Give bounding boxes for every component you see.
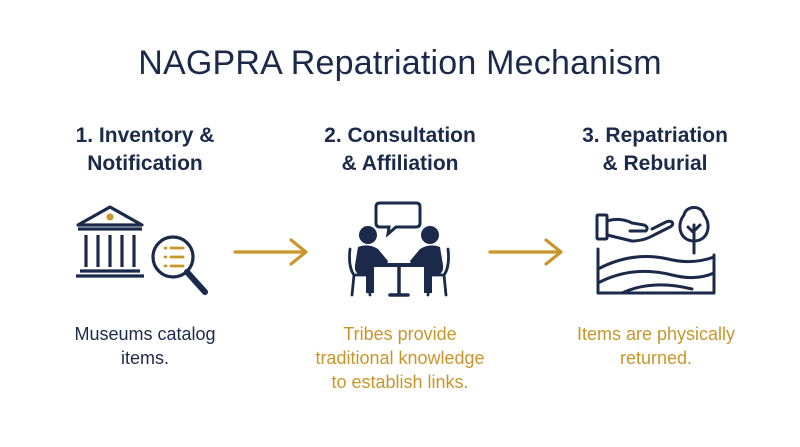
step-3-description-line: returned. xyxy=(619,348,693,368)
step-1-title: 1. Inventory & Notification xyxy=(75,124,215,175)
step-2-description-line: to establish links. xyxy=(331,372,469,392)
museum-with-magnifier-icon xyxy=(70,195,220,305)
step-1-description-line: Museums catalog xyxy=(74,324,216,344)
step-2-description-line: traditional knowledge xyxy=(315,348,485,368)
page-title: NAGPRA Repatriation Mechanism xyxy=(138,44,662,82)
step-1: 1. Inventory & Notification xyxy=(30,122,260,182)
step-1-description: Museums catalog items. xyxy=(25,322,265,370)
step-2: 2. Consultation & Affiliation xyxy=(285,122,515,182)
step-3-title: 3. Repatriation & Reburial xyxy=(582,124,728,175)
right-arrow-icon xyxy=(488,237,566,272)
hand-tree-landscape-icon xyxy=(592,195,722,305)
two-people-meeting-icon xyxy=(338,195,463,305)
step-3: 3. Repatriation & Reburial xyxy=(540,122,770,182)
step-2-description-line: Tribes provide xyxy=(343,324,457,344)
right-arrow-icon xyxy=(233,237,311,272)
step-1-description-line: items. xyxy=(120,348,169,368)
step-2-description: Tribes provide traditional knowledge to … xyxy=(280,322,520,394)
step-3-description-line: Items are physically xyxy=(576,324,736,344)
step-3-description: Items are physically returned. xyxy=(536,322,776,370)
step-2-title: 2. Consultation & Affiliation xyxy=(324,124,476,175)
